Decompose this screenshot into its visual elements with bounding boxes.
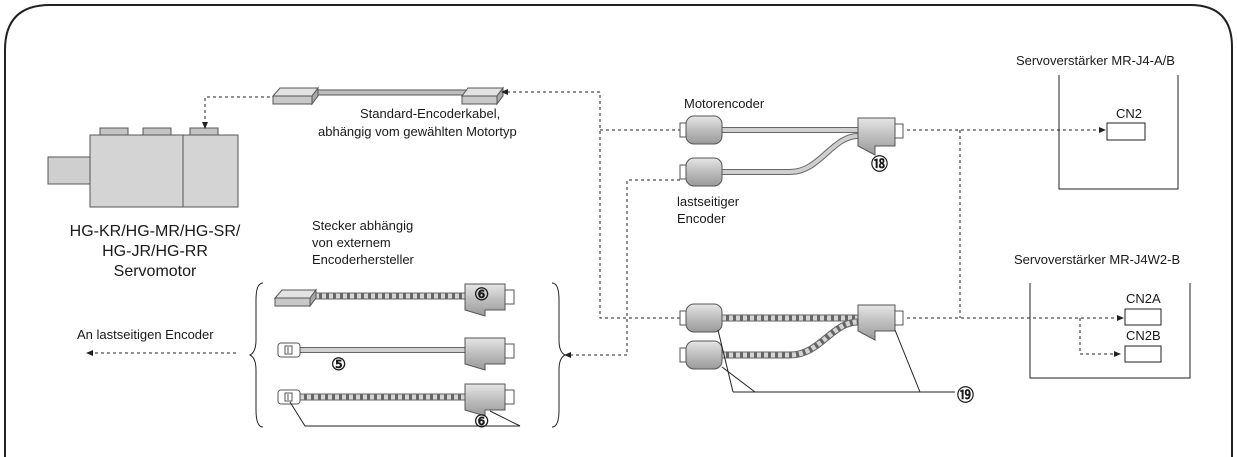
connector-label-line1: Stecker abhängig [312, 218, 414, 233]
amplifier-mr-j4-ab [1058, 75, 1179, 190]
callout-19: ⑲ [957, 386, 974, 406]
load-encoder-label-line2: Encoder [677, 211, 726, 226]
load-side-encoder-label: An lastseitigen Encoder [77, 327, 214, 342]
motor-label-line1: HG-KR/HG-MR/HG-SR/ [69, 223, 241, 240]
y-cable-19 [679, 303, 904, 370]
amplifier2-port-cn2b: CN2B [1126, 328, 1161, 343]
amplifier1-title: Servoverstärker MR-J4-A/B [1016, 53, 1175, 68]
callout-6-top: ⑥ [474, 285, 490, 305]
connector-label-line2: von externem [312, 235, 391, 250]
callout-18: ⑱ [871, 155, 888, 175]
cable-label-line1: Standard-Encoderkabel, [360, 106, 501, 121]
cable-label-line2: abhängig vom gewählten Motortyp [318, 124, 517, 139]
amplifier2-title: Servoverstärker MR-J4W2-B [1014, 252, 1181, 267]
arrowheads [86, 89, 1124, 358]
connector-label-line3: Encoderhersteller [312, 252, 414, 267]
motor-label-line2: HG-JR/HG-RR [102, 243, 208, 260]
callout-5: ⑤ [331, 355, 347, 375]
leader-19 [717, 329, 955, 393]
callout-6-bottom: ⑥ [474, 412, 490, 432]
amplifier1-port-cn2: CN2 [1116, 106, 1143, 121]
amplifier2-port-cn2a: CN2A [1126, 291, 1161, 306]
servomotor-icon [47, 127, 239, 208]
motor-encoder-label: Motorencoder [684, 96, 765, 111]
y-cable-18 [679, 115, 904, 187]
standard-encoder-cable-icon [271, 86, 504, 106]
option-brackets [248, 282, 567, 428]
option-cable-3 [277, 383, 515, 417]
motor-label-line3: Servomotor [113, 263, 197, 280]
outer-frame [4, 4, 1233, 457]
load-encoder-label-line1: lastseitiger [677, 194, 740, 209]
option-cable-1 [273, 283, 515, 317]
leader-6 [289, 401, 521, 427]
amplifier-mr-j4w2-b [1029, 283, 1191, 379]
signal-lines [92, 91, 1118, 356]
option-cable-2 [277, 337, 515, 371]
